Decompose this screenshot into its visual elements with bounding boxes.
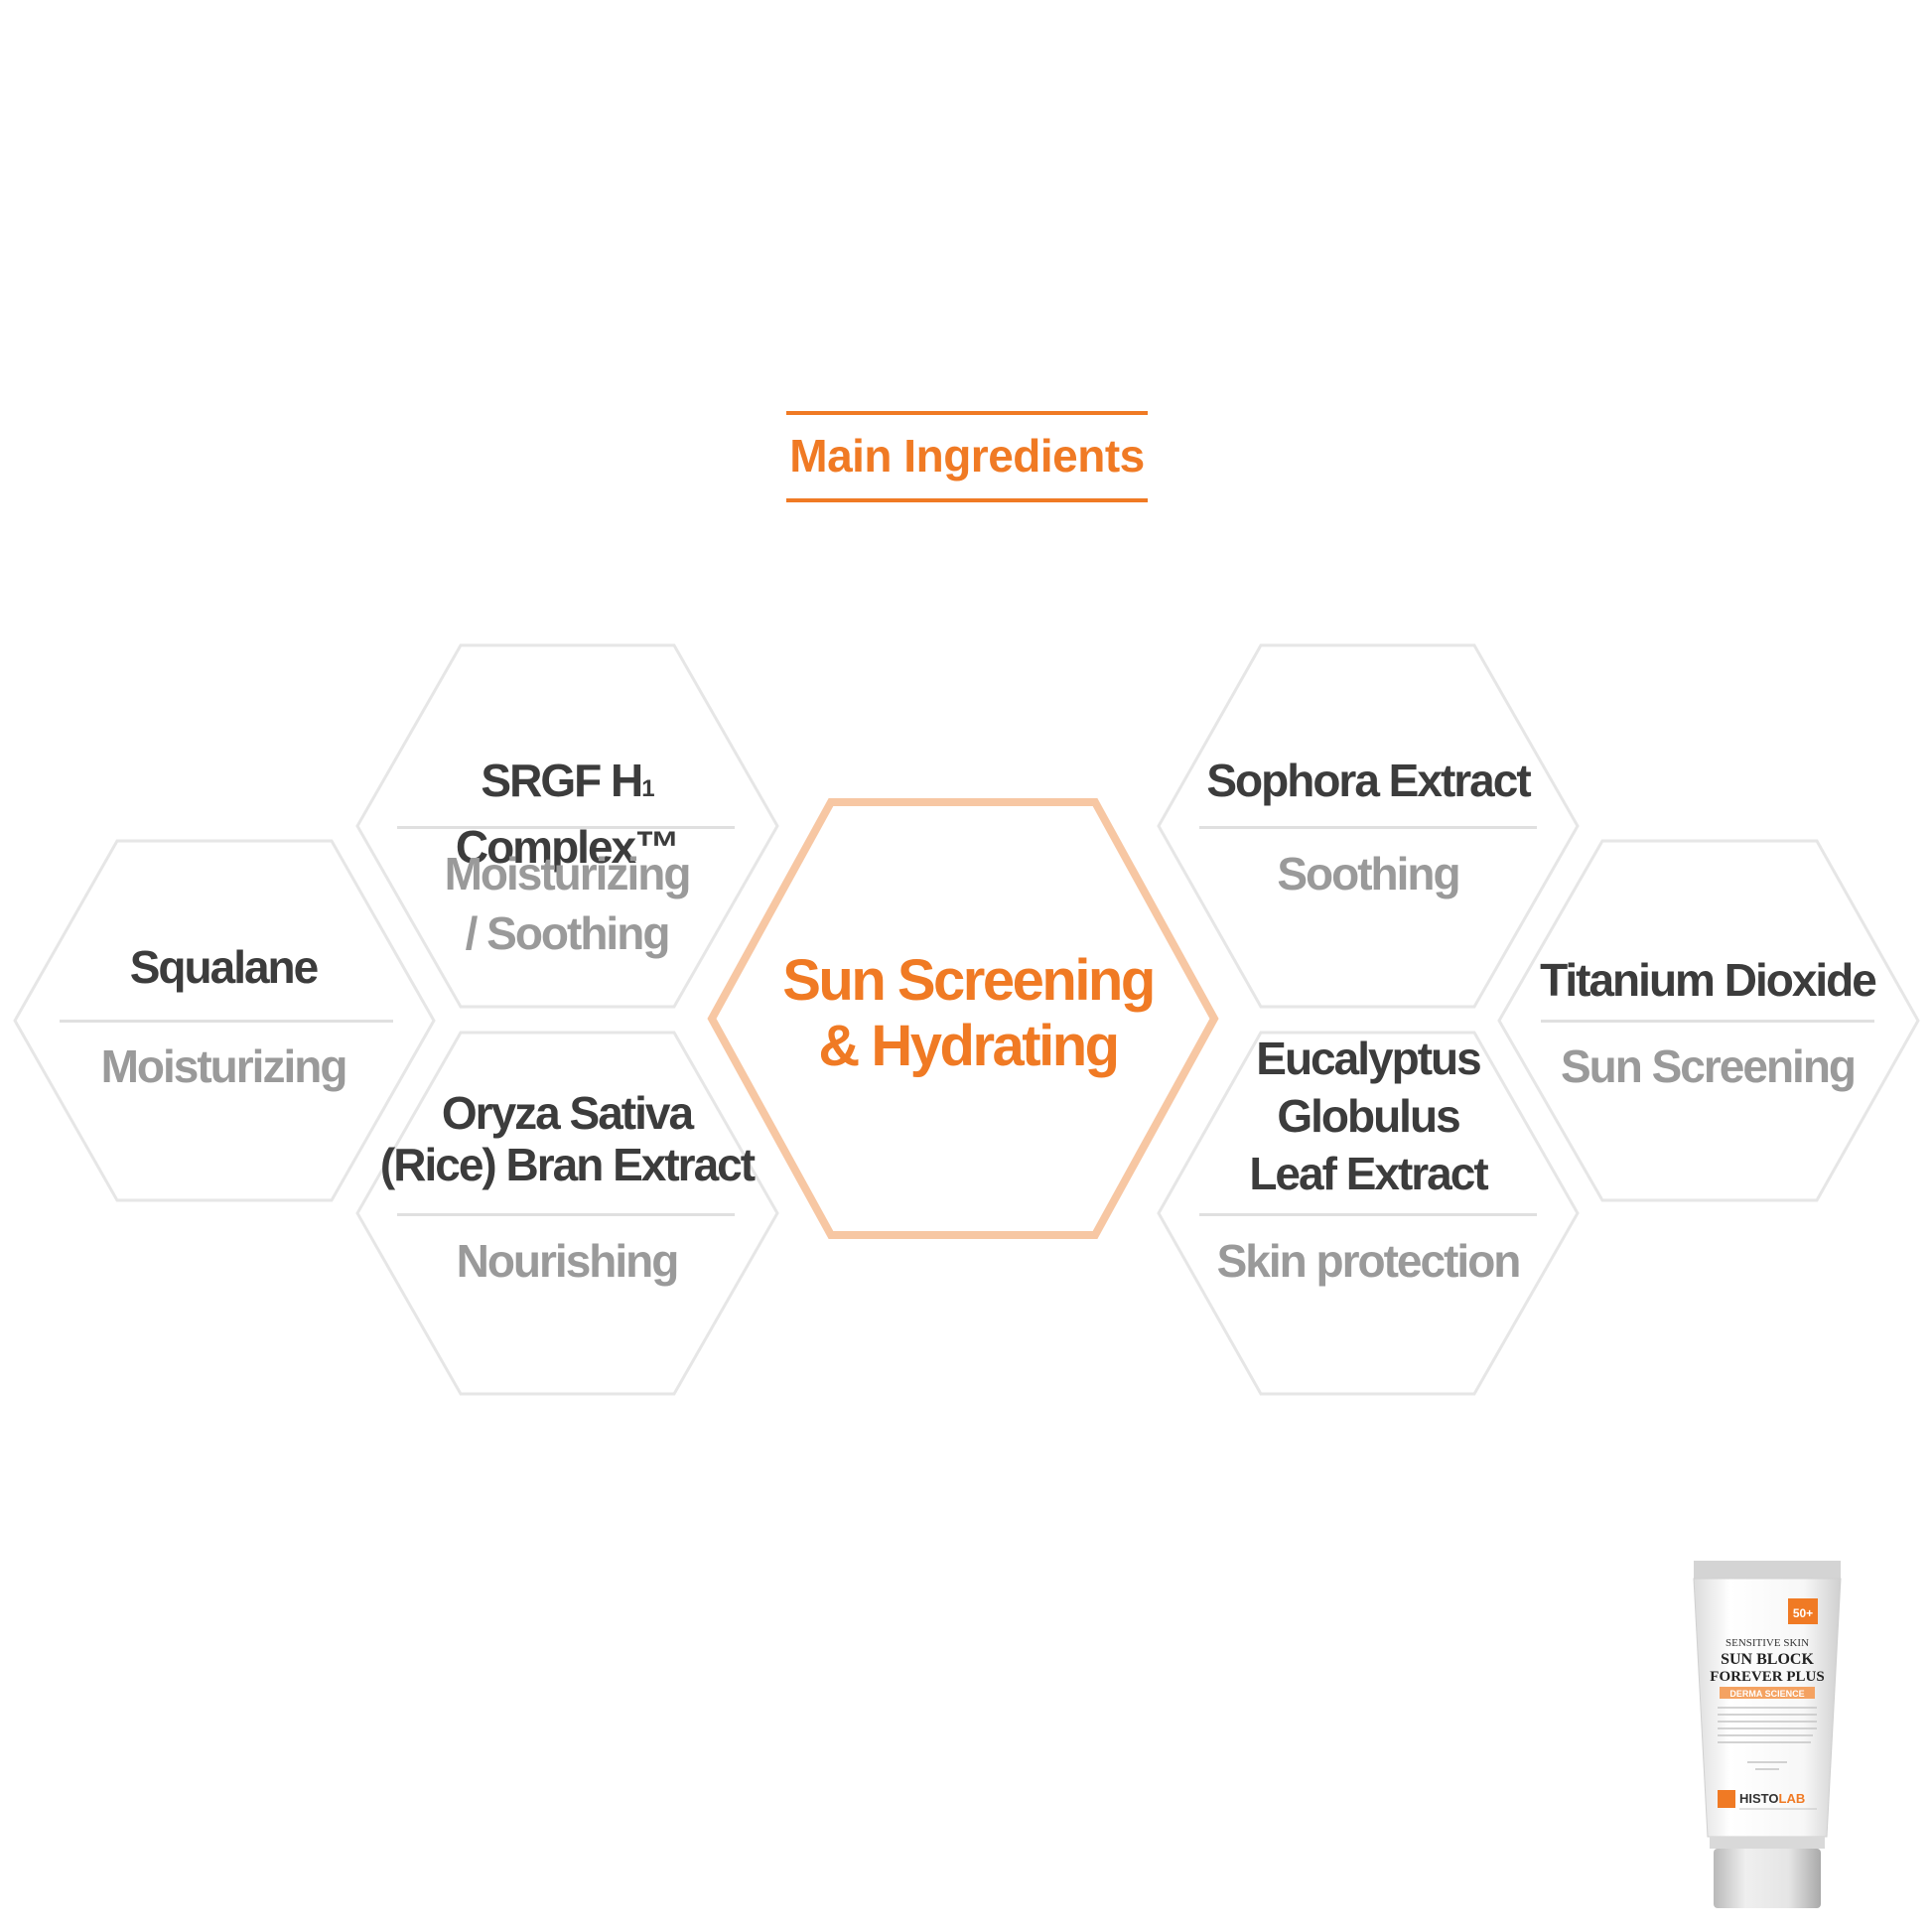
hex-center (707, 798, 1219, 1239)
title-top-rule (786, 411, 1148, 415)
ingredient-benefit: Sun Screening (1560, 1040, 1857, 1092)
ingredient-oryza-benefit: Nourishing (368, 1231, 765, 1291)
hex-titanium (1497, 839, 1920, 1202)
product-band: DERMA SCIENCE (1729, 1689, 1804, 1699)
page-title: Main Ingredients (789, 430, 1145, 482)
ingredient-name-line1: Eucalyptus (1256, 1033, 1481, 1084)
product-line1: SENSITIVE SKIN (1725, 1637, 1809, 1649)
name-tail: Complex™ (455, 821, 680, 873)
ingredient-srgf-benefit: Moisturizing / Soothing (368, 844, 765, 963)
product-line3: FOREVER PLUS (1710, 1669, 1824, 1685)
product-brand: HISTOLAB (1739, 1791, 1805, 1806)
ingredient-benefit: Skin protection (1216, 1235, 1522, 1287)
ingredient-name-line3: Leaf Extract (1249, 1148, 1488, 1199)
product-line2: SUN BLOCK (1721, 1651, 1814, 1668)
center-hex-label: Sun Screening & Hydrating (755, 948, 1181, 1079)
ingredient-benefit-line2: / Soothing (465, 907, 671, 959)
ingredient-name-line2: Globulus (1277, 1090, 1460, 1142)
divider (1541, 1020, 1874, 1023)
hex-srgf (355, 643, 779, 1009)
section-header: Main Ingredients (786, 411, 1148, 502)
ingredient-name: Sophora Extract (1206, 755, 1531, 806)
ingredient-eucalyptus: Eucalyptus Globulus Leaf Extract (1170, 1030, 1567, 1202)
divider (60, 1020, 393, 1023)
brand-accent: LAB (1779, 1791, 1806, 1806)
ingredient-benefit: Nourishing (456, 1235, 680, 1287)
ingredient-eucalyptus-benefit: Skin protection (1170, 1231, 1567, 1291)
ingredient-name-line2: (Rice) Bran Extract (379, 1139, 756, 1190)
hex-sophora (1157, 643, 1580, 1009)
ingredient-sophora: Sophora Extract (1170, 752, 1567, 809)
ingredient-squalane-benefit: Moisturizing (60, 1036, 387, 1096)
center-line1: Sun Screening (782, 948, 1156, 1013)
divider (1199, 1213, 1537, 1216)
ingredient-benefit: Moisturizing (100, 1040, 348, 1092)
name-subscript: 1 (641, 775, 654, 802)
ingredient-name-line1: Oryza Sativa (441, 1087, 694, 1139)
ingredient-titanium: Titanium Dioxide (1519, 951, 1896, 1009)
title-bottom-rule (786, 498, 1148, 502)
ingredient-benefit: Soothing (1277, 848, 1460, 899)
ingredient-name: Squalane (129, 941, 320, 993)
ingredient-srgf: SRGF H1 Complex™ (368, 752, 765, 876)
ingredient-sophora-benefit: Soothing (1170, 844, 1567, 903)
ingredient-squalane: Squalane (60, 938, 387, 996)
ingredient-titanium-benefit: Sun Screening (1519, 1036, 1896, 1096)
ingredient-name: Titanium Dioxide (1540, 954, 1877, 1006)
divider (1199, 826, 1537, 829)
center-line2: & Hydrating (818, 1014, 1120, 1078)
hex-squalane (13, 839, 436, 1202)
brand-main: HISTO (1739, 1791, 1779, 1806)
ingredient-benefit-line1: Moisturizing (444, 848, 692, 899)
divider (397, 1213, 735, 1216)
product-tube-image: 50+ SENSITIVE SKIN SUN BLOCK FOREVER PLU… (1693, 1561, 1842, 1908)
name-main: SRGF H (481, 755, 643, 806)
divider (397, 826, 735, 829)
hex-eucalyptus (1157, 1031, 1580, 1396)
ingredient-oryza: Oryza Sativa (Rice) Bran Extract (368, 1087, 765, 1190)
hex-oryza (355, 1031, 779, 1396)
spf-badge: 50+ (1793, 1606, 1813, 1620)
ingredient-name: SRGF H1 Complex™ (368, 752, 765, 876)
